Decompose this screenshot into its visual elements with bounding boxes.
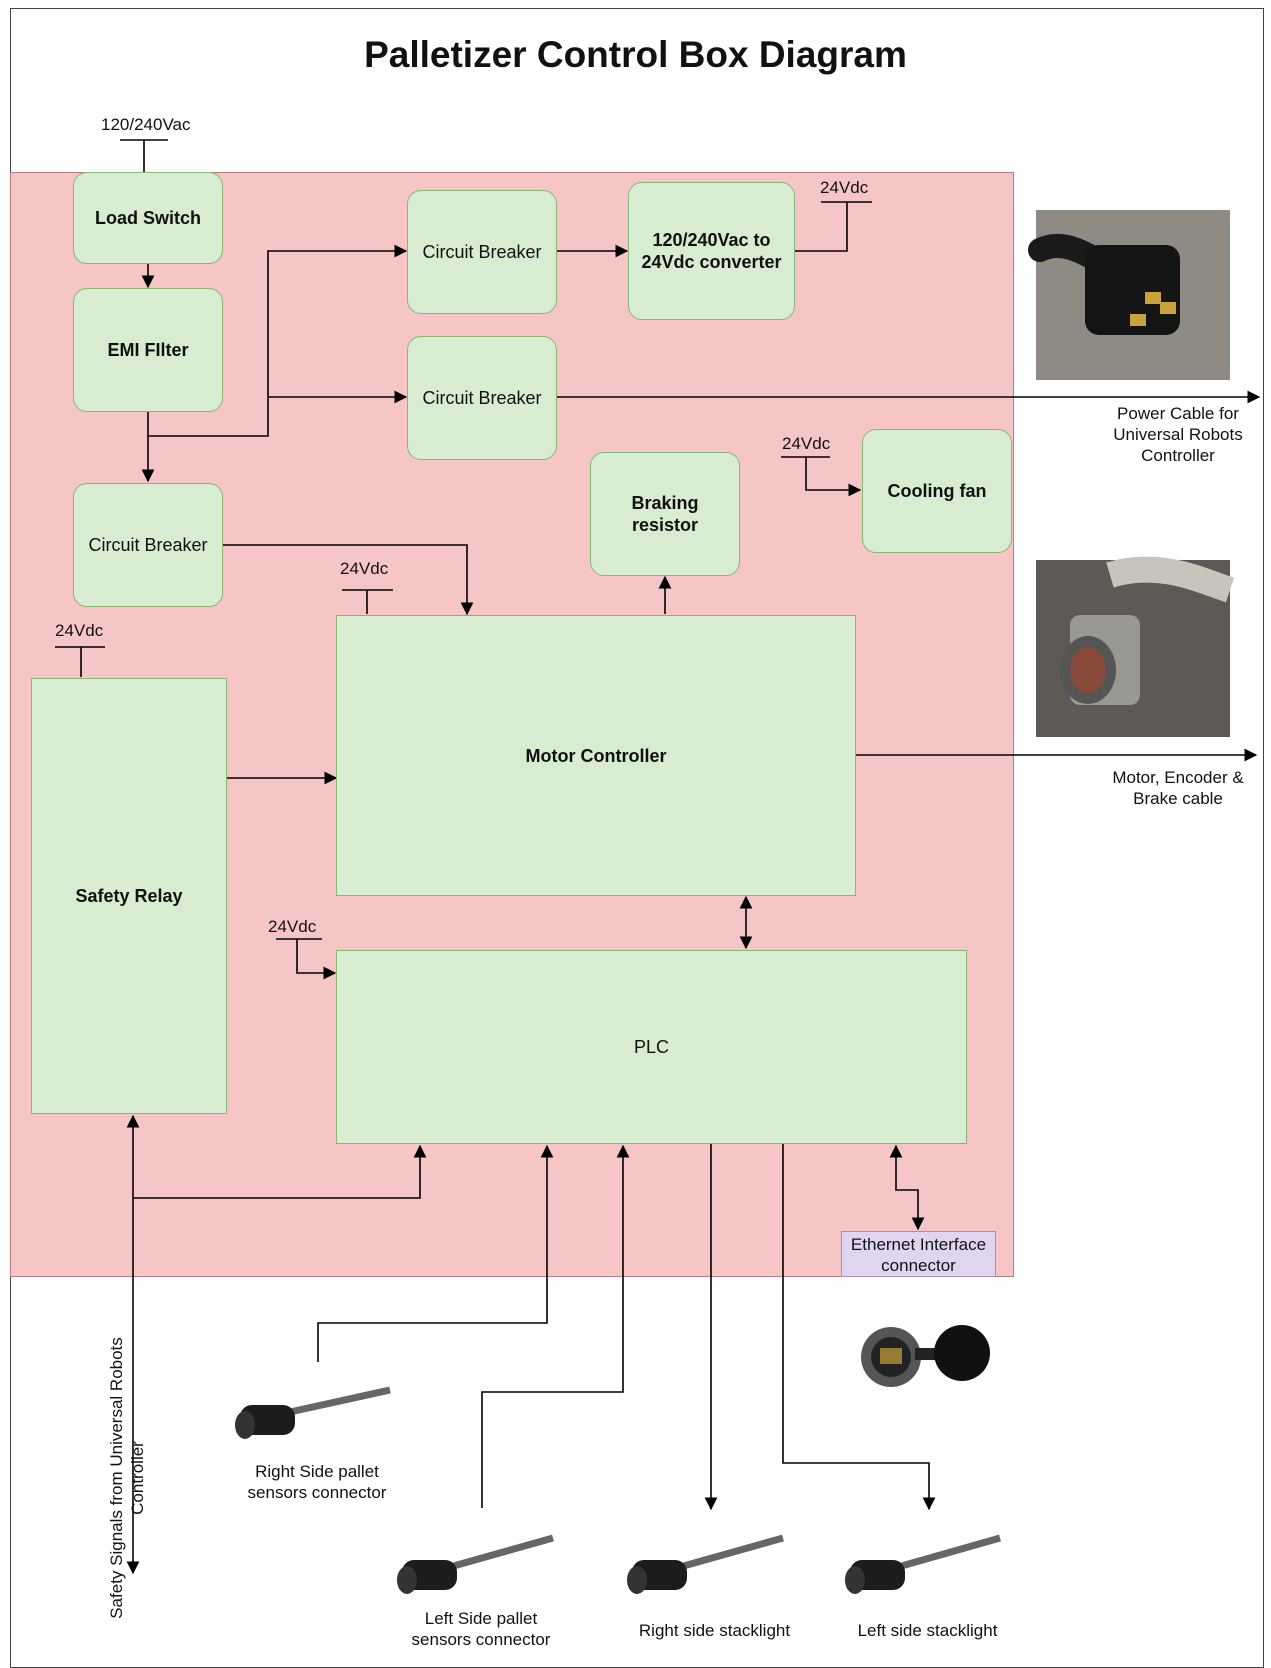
wire-plc-supply bbox=[276, 939, 335, 973]
wire-left-stacklight bbox=[783, 1144, 929, 1509]
left-pallet-cable-photo bbox=[397, 1538, 553, 1594]
right-pallet-label: Right Side pallet sensors connector bbox=[232, 1461, 402, 1503]
safety-relay-box: Safety Relay bbox=[31, 678, 227, 1114]
mains-input-line bbox=[120, 140, 168, 172]
circuit-breaker-left-box: Circuit Breaker bbox=[73, 483, 223, 607]
left-pallet-label: Left Side pallet sensors connector bbox=[396, 1608, 566, 1650]
motor-supply-label: 24Vdc bbox=[340, 558, 388, 579]
wire-converter-out bbox=[794, 202, 872, 251]
motor-controller-box: Motor Controller bbox=[336, 615, 856, 896]
power-connector-photo bbox=[1036, 210, 1230, 380]
wire-relay-supply bbox=[55, 647, 105, 677]
ethernet-connector-box: Ethernet Interface connector bbox=[841, 1231, 996, 1277]
wire-fan-supply bbox=[781, 457, 860, 490]
circuit-breaker-top-box: Circuit Breaker bbox=[407, 190, 557, 314]
plc-supply-label: 24Vdc bbox=[268, 916, 316, 937]
converter-output-label: 24Vdc bbox=[820, 177, 868, 198]
wire-relay-to-plc bbox=[133, 1146, 420, 1198]
fan-supply-label: 24Vdc bbox=[782, 433, 830, 454]
braking-resistor-box: Braking resistor bbox=[590, 452, 740, 576]
left-stacklight-cable-photo bbox=[845, 1538, 1000, 1594]
plc-box: PLC bbox=[336, 950, 967, 1144]
wire-motor-supply bbox=[342, 590, 393, 614]
circuit-breaker-mid-box: Circuit Breaker bbox=[407, 336, 557, 460]
relay-supply-label: 24Vdc bbox=[55, 620, 103, 641]
motor-connector-photo bbox=[1036, 560, 1230, 737]
wire-left-pallet bbox=[482, 1146, 623, 1508]
converter-box: 120/240Vac to 24Vdc converter bbox=[628, 182, 795, 320]
right-stacklight-cable-photo bbox=[627, 1538, 783, 1594]
power-cable-label: Power Cable for Universal Robots Control… bbox=[1098, 403, 1258, 466]
right-pallet-cable-photo bbox=[235, 1390, 390, 1439]
left-stacklight-label: Left side stacklight bbox=[840, 1620, 1015, 1641]
load-switch-box: Load Switch bbox=[73, 172, 223, 264]
wire-right-pallet bbox=[318, 1146, 547, 1362]
ethernet-connector-photo bbox=[861, 1325, 990, 1387]
emi-filter-box: EMI FIlter bbox=[73, 288, 223, 412]
wire-cb-to-motor bbox=[223, 545, 467, 614]
wire-ethernet bbox=[896, 1146, 918, 1229]
right-stacklight-label: Right side stacklight bbox=[622, 1620, 807, 1641]
cooling-fan-box: Cooling fan bbox=[862, 429, 1012, 553]
safety-signals-label: Safety Signals from Universal Robots Con… bbox=[106, 1328, 148, 1628]
mains-supply-label: 120/240Vac bbox=[101, 114, 190, 135]
motor-cable-label: Motor, Encoder & Brake cable bbox=[1098, 767, 1258, 809]
